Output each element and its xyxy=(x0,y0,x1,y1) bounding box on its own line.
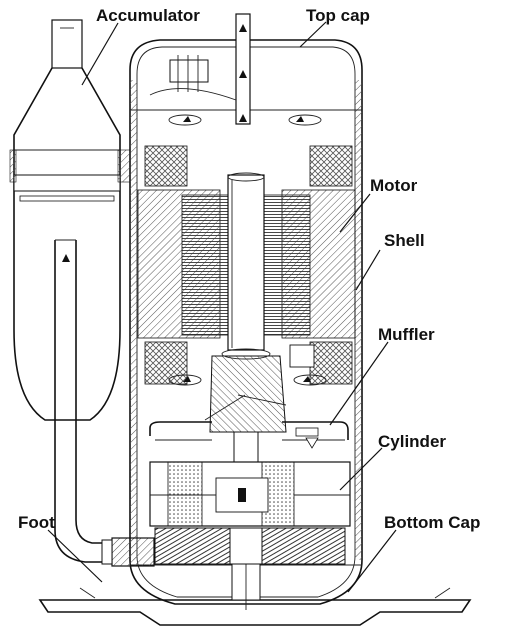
cylinder-block xyxy=(149,461,351,527)
label-cylinder: Cylinder xyxy=(378,432,446,451)
muffler xyxy=(149,421,349,449)
balance-weight xyxy=(289,344,315,368)
crankshaft xyxy=(204,172,287,610)
label-top-cap: Top cap xyxy=(306,6,370,25)
label-motor: Motor xyxy=(370,176,418,195)
motor-rotor xyxy=(181,194,311,336)
leader-top-cap xyxy=(299,21,327,48)
leader-foot xyxy=(47,529,103,583)
discharge-pipe xyxy=(235,13,251,125)
label-accumulator: Accumulator xyxy=(96,6,200,25)
foot-plate xyxy=(38,587,472,626)
leader-cylinder xyxy=(339,447,383,491)
accumulator xyxy=(9,19,155,567)
label-bottom-cap: Bottom Cap xyxy=(384,513,480,532)
leader-shell xyxy=(355,249,381,291)
leader-accumulator xyxy=(81,22,119,86)
flow-arrows-bottom xyxy=(168,374,327,386)
label-muffler: Muffler xyxy=(378,325,435,344)
leader-motor xyxy=(339,193,371,233)
terminal-block xyxy=(149,55,237,101)
flow-arrows-top xyxy=(168,114,322,126)
label-shell: Shell xyxy=(384,231,425,250)
leader-bottom-cap xyxy=(347,529,397,593)
leader-muffler xyxy=(329,341,389,426)
leader-lines xyxy=(47,21,397,593)
lower-bearing xyxy=(154,527,346,565)
label-foot: Foot xyxy=(18,513,55,532)
